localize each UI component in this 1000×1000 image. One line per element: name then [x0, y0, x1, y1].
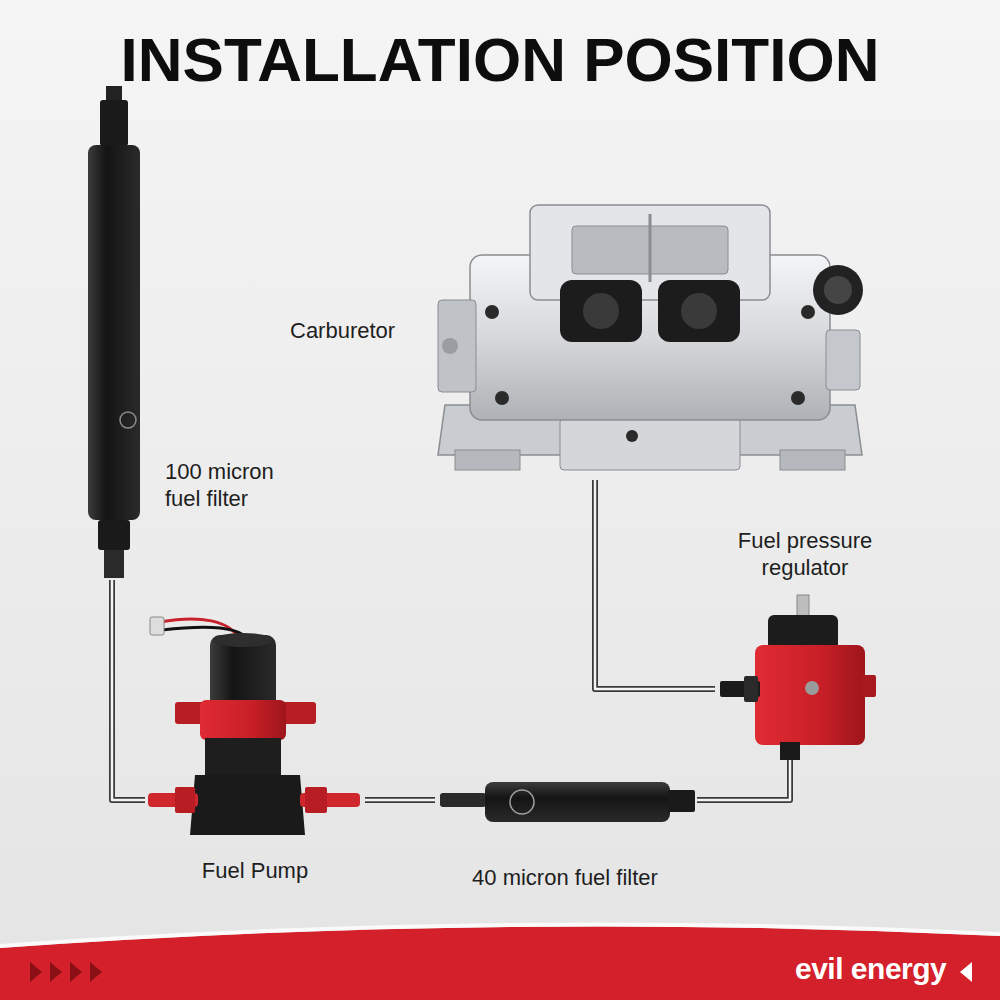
carburetor-drawing: [791, 391, 805, 405]
fuel-hose: [697, 760, 790, 800]
fuel-pump-drawing: [150, 617, 164, 635]
fuel-hose: [595, 480, 715, 689]
carburetor-drawing: [681, 293, 717, 329]
footer-band: [0, 922, 1000, 948]
brand-name: evil energy: [795, 952, 946, 986]
footer-band: [70, 962, 82, 982]
fuel-pump-drawing: [205, 738, 281, 778]
carburetor-drawing: [583, 293, 619, 329]
fuel-hose: [365, 797, 435, 803]
carburetor-drawing: [780, 450, 845, 470]
fuel-filter-100-drawing: [104, 550, 124, 578]
fuel-hose: [112, 580, 145, 800]
footer-band: [90, 962, 102, 982]
fuel-filter-100-drawing: [88, 86, 140, 578]
carburetor-drawing: [495, 391, 509, 405]
fuel-pump-drawing: [190, 775, 305, 835]
fuel-filter-100-drawing: [98, 520, 130, 550]
regulator-part: Fuel pressure regulator: [715, 525, 895, 760]
filter-part: 100 micron fuel filter: [80, 80, 287, 580]
carburetor-drawing: [813, 265, 863, 315]
footer-band: [30, 962, 42, 982]
fuel-hose: [112, 580, 145, 800]
fuel-pump-drawing: [305, 787, 327, 813]
carburetor-drawing: [442, 338, 458, 354]
carburetor-drawing: [485, 305, 499, 319]
fuel-filter-40-drawing: [510, 790, 534, 814]
pump-part: Fuel Pump: [145, 605, 365, 895]
part-label: Fuel Pump: [185, 857, 325, 884]
carburetor-drawing: [560, 418, 740, 470]
carburetor-drawing: [824, 276, 852, 304]
fuel-pump-drawing: [148, 617, 360, 835]
carburetor-drawing: [560, 280, 642, 342]
footer-band: [960, 962, 972, 982]
carburetor-part: Carburetor: [290, 195, 875, 480]
fuel-pump-drawing: [175, 787, 195, 813]
carburetor-drawing: [438, 205, 863, 470]
fuel-pump-drawing: [213, 633, 273, 647]
fuel-filter-100-drawing: [106, 86, 122, 102]
carburetor-drawing: [801, 305, 815, 319]
pressure-regulator-drawing: [862, 675, 876, 697]
fuel-filter-100-drawing: [88, 145, 140, 520]
fuel-pump-drawing: [200, 700, 286, 740]
fuel-hose: [365, 800, 435, 801]
part-label: 100 micron fuel filter: [165, 458, 285, 512]
fuel-hose: [595, 480, 715, 689]
fuel-filter-40-drawing: [668, 790, 695, 812]
carburetor-drawing: [826, 330, 860, 390]
pressure-regulator-drawing: [805, 681, 819, 695]
fuel-filter-100-drawing: [100, 100, 128, 146]
pressure-regulator-drawing: [720, 595, 876, 760]
carburetor-drawing: [455, 450, 520, 470]
fuel-filter-40-drawing: [485, 782, 670, 822]
pressure-regulator-drawing: [744, 676, 758, 702]
fuel-hose: [697, 760, 790, 800]
fuel-hose: [112, 580, 145, 800]
carburetor-drawing: [438, 300, 476, 392]
fuel-filter-100-drawing: [120, 412, 136, 428]
part-label: Fuel pressure regulator: [725, 527, 885, 581]
footer-band: [50, 962, 62, 982]
filter-part: 40 micron fuel filter: [435, 770, 697, 895]
footer-band: [0, 922, 1000, 1000]
pressure-regulator-drawing: [768, 615, 838, 650]
fuel-filter-40-drawing: [440, 782, 695, 822]
carburetor-drawing: [626, 430, 638, 442]
page-title: INSTALLATION POSITION: [0, 24, 1000, 95]
carburetor-drawing: [658, 280, 740, 342]
pressure-regulator-drawing: [797, 595, 809, 617]
pressure-regulator-drawing: [755, 645, 865, 745]
part-label: Carburetor: [290, 317, 420, 344]
carburetor-drawing: [649, 214, 652, 282]
pressure-regulator-drawing: [780, 742, 800, 760]
fuel-hose: [365, 799, 435, 802]
fuel-hose: [697, 760, 790, 800]
part-label: 40 micron fuel filter: [435, 864, 695, 891]
fuel-filter-40-drawing: [440, 793, 486, 807]
fuel-hose: [595, 480, 715, 689]
